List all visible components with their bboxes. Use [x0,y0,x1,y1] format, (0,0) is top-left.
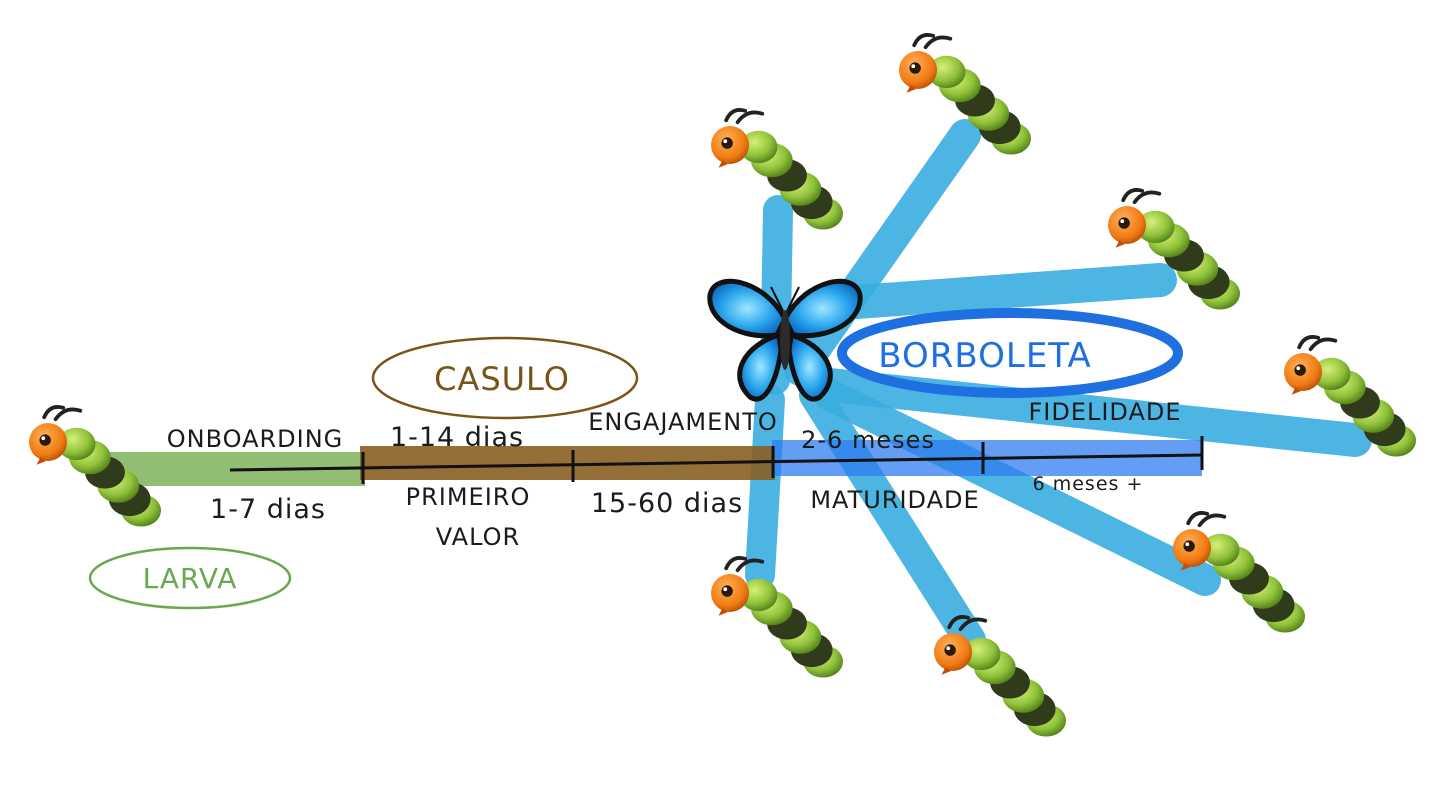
larva-label: LARVA [143,562,238,595]
onboarding-duration: 1-7 dias [210,494,326,525]
maturidade-label: MATURIDADE [810,486,979,514]
onboarding-label: ONBOARDING [167,425,344,453]
fidelidade-label: FIDELIDADE [1028,398,1181,426]
fidelidade-duration: 6 meses + [1033,473,1144,495]
borboleta-stage-label: BORBOLETA [837,308,1183,398]
engajamento-duration: 15-60 dias [591,488,743,519]
borboleta-label: BORBOLETA [878,336,1091,376]
spoke-right [813,368,1372,457]
casulo-stage-label: CASULO [371,336,639,420]
primeiro-valor-label-line2: VALOR [436,523,520,551]
timeline-labels: ONBOARDING 1-7 dias 1-14 dias PRIMEIRO V… [167,398,1181,551]
engajamento-label: ENGAJAMENTO [588,408,778,436]
spoke-lower [799,379,986,656]
primeiro-valor-duration: 1-14 dias [390,422,524,453]
spoke-lower-right [814,379,1221,596]
larva-stage-label: LARVA [88,546,292,610]
maturidade-duration: 2-6 meses [801,426,935,454]
casulo-label: CASULO [434,360,570,398]
primeiro-valor-label-line1: PRIMEIRO [406,483,531,511]
spoke-bottom-left [745,385,785,590]
caterpillar-icons [27,33,1418,739]
spoke-upper-right [798,263,1177,322]
caterpillar-icon [709,556,845,680]
timeline-axis [229,436,1204,484]
caterpillar-icon [932,615,1068,739]
